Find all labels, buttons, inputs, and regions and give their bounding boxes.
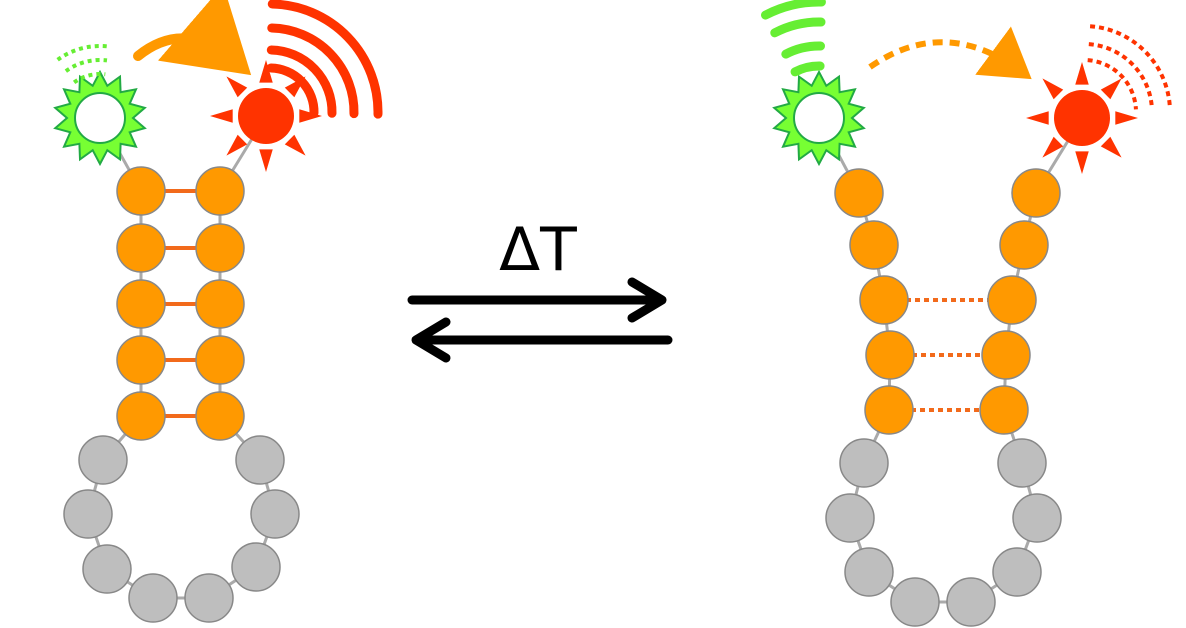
stem-nucleotide [116, 391, 166, 441]
loop-nucleotide [992, 547, 1042, 597]
loop-nucleotide [63, 489, 113, 539]
stem-nucleotide [1011, 168, 1061, 218]
loop-nucleotide [184, 573, 234, 623]
loop-nucleotide [128, 573, 178, 623]
acceptor-ray [284, 134, 306, 156]
open-hairpin-structure [761, 0, 1172, 627]
emission-wave [1089, 24, 1172, 108]
acceptor-ray [226, 134, 248, 156]
stem-nucleotide [116, 223, 166, 273]
stem-nucleotide [859, 275, 909, 325]
loop-nucleotide [839, 438, 889, 488]
acceptor-ray [259, 60, 273, 83]
stem-nucleotide [979, 385, 1029, 435]
donor-core [793, 92, 845, 144]
stem-nucleotide [834, 168, 884, 218]
stem-nucleotide [116, 335, 166, 385]
loop-nucleotide [890, 577, 940, 627]
acceptor-ray [1100, 78, 1122, 100]
stem-nucleotide [195, 279, 245, 329]
closed-hairpin-structure [53, 0, 383, 623]
emission-waves-icon [266, 0, 383, 119]
stem-nucleotide [195, 335, 245, 385]
emission-wave [267, 0, 383, 119]
acceptor-ray [1075, 151, 1089, 174]
emission-wave [781, 41, 825, 59]
loop-nucleotide [946, 577, 996, 627]
loop-nucleotide [1012, 493, 1062, 543]
emission-waves-icon [56, 44, 109, 85]
emission-wave [266, 63, 319, 118]
loop-nucleotide [844, 547, 894, 597]
acceptor-ray [299, 109, 322, 123]
stem-nucleotide [195, 166, 245, 216]
stem-nucleotide [195, 391, 245, 441]
backbone [86, 115, 277, 600]
stem-nucleotide [116, 166, 166, 216]
acceptor-ray [1115, 111, 1138, 125]
stem-nucleotide [981, 330, 1031, 380]
loop-nucleotide [250, 489, 300, 539]
fret-arrow-icon [133, 0, 252, 76]
emission-wave [761, 0, 826, 20]
emission-wave [770, 17, 826, 38]
acceptor-ray [1042, 136, 1064, 158]
acceptor-ray [226, 76, 248, 98]
donor-core [74, 92, 126, 144]
emission-wave [267, 23, 359, 119]
acceptor-ray [210, 109, 233, 123]
loop-nucleotide [231, 542, 281, 592]
acceptor-ray [259, 149, 273, 172]
acceptor-ray [1042, 78, 1064, 100]
stem-nucleotide [999, 220, 1049, 270]
equilibrium-arrows-icon [407, 277, 673, 363]
fret-arrow-icon [868, 26, 1032, 80]
stem-nucleotide [865, 330, 915, 380]
emission-wave [72, 72, 106, 85]
stem-nucleotide [195, 223, 245, 273]
acceptor-core [238, 88, 294, 144]
emission-waves-icon [761, 0, 826, 77]
stem-nucleotide [849, 220, 899, 270]
emission-wave [64, 58, 108, 73]
stem-nucleotide [864, 385, 914, 435]
acceptor-core [1054, 90, 1110, 146]
emission-waves-icon [1087, 24, 1172, 110]
loop-nucleotide [825, 493, 875, 543]
emission-wave [790, 61, 825, 77]
acceptor-ray [1075, 62, 1089, 85]
emission-wave [266, 45, 337, 118]
emission-wave [56, 44, 109, 62]
loop-nucleotide [997, 438, 1047, 488]
acceptor-star-icon [210, 60, 322, 172]
stem-nucleotide [116, 279, 166, 329]
stem-nucleotide [987, 275, 1037, 325]
delta-t-label: ΔT [499, 215, 577, 285]
loop-nucleotide [78, 435, 128, 485]
loop-nucleotide [235, 435, 285, 485]
acceptor-ray [1026, 111, 1049, 125]
acceptor-star-icon [1026, 62, 1138, 174]
emission-wave [1088, 42, 1154, 109]
acceptor-ray [1100, 136, 1122, 158]
emission-wave [1087, 58, 1138, 110]
loop-nucleotide [82, 544, 132, 594]
